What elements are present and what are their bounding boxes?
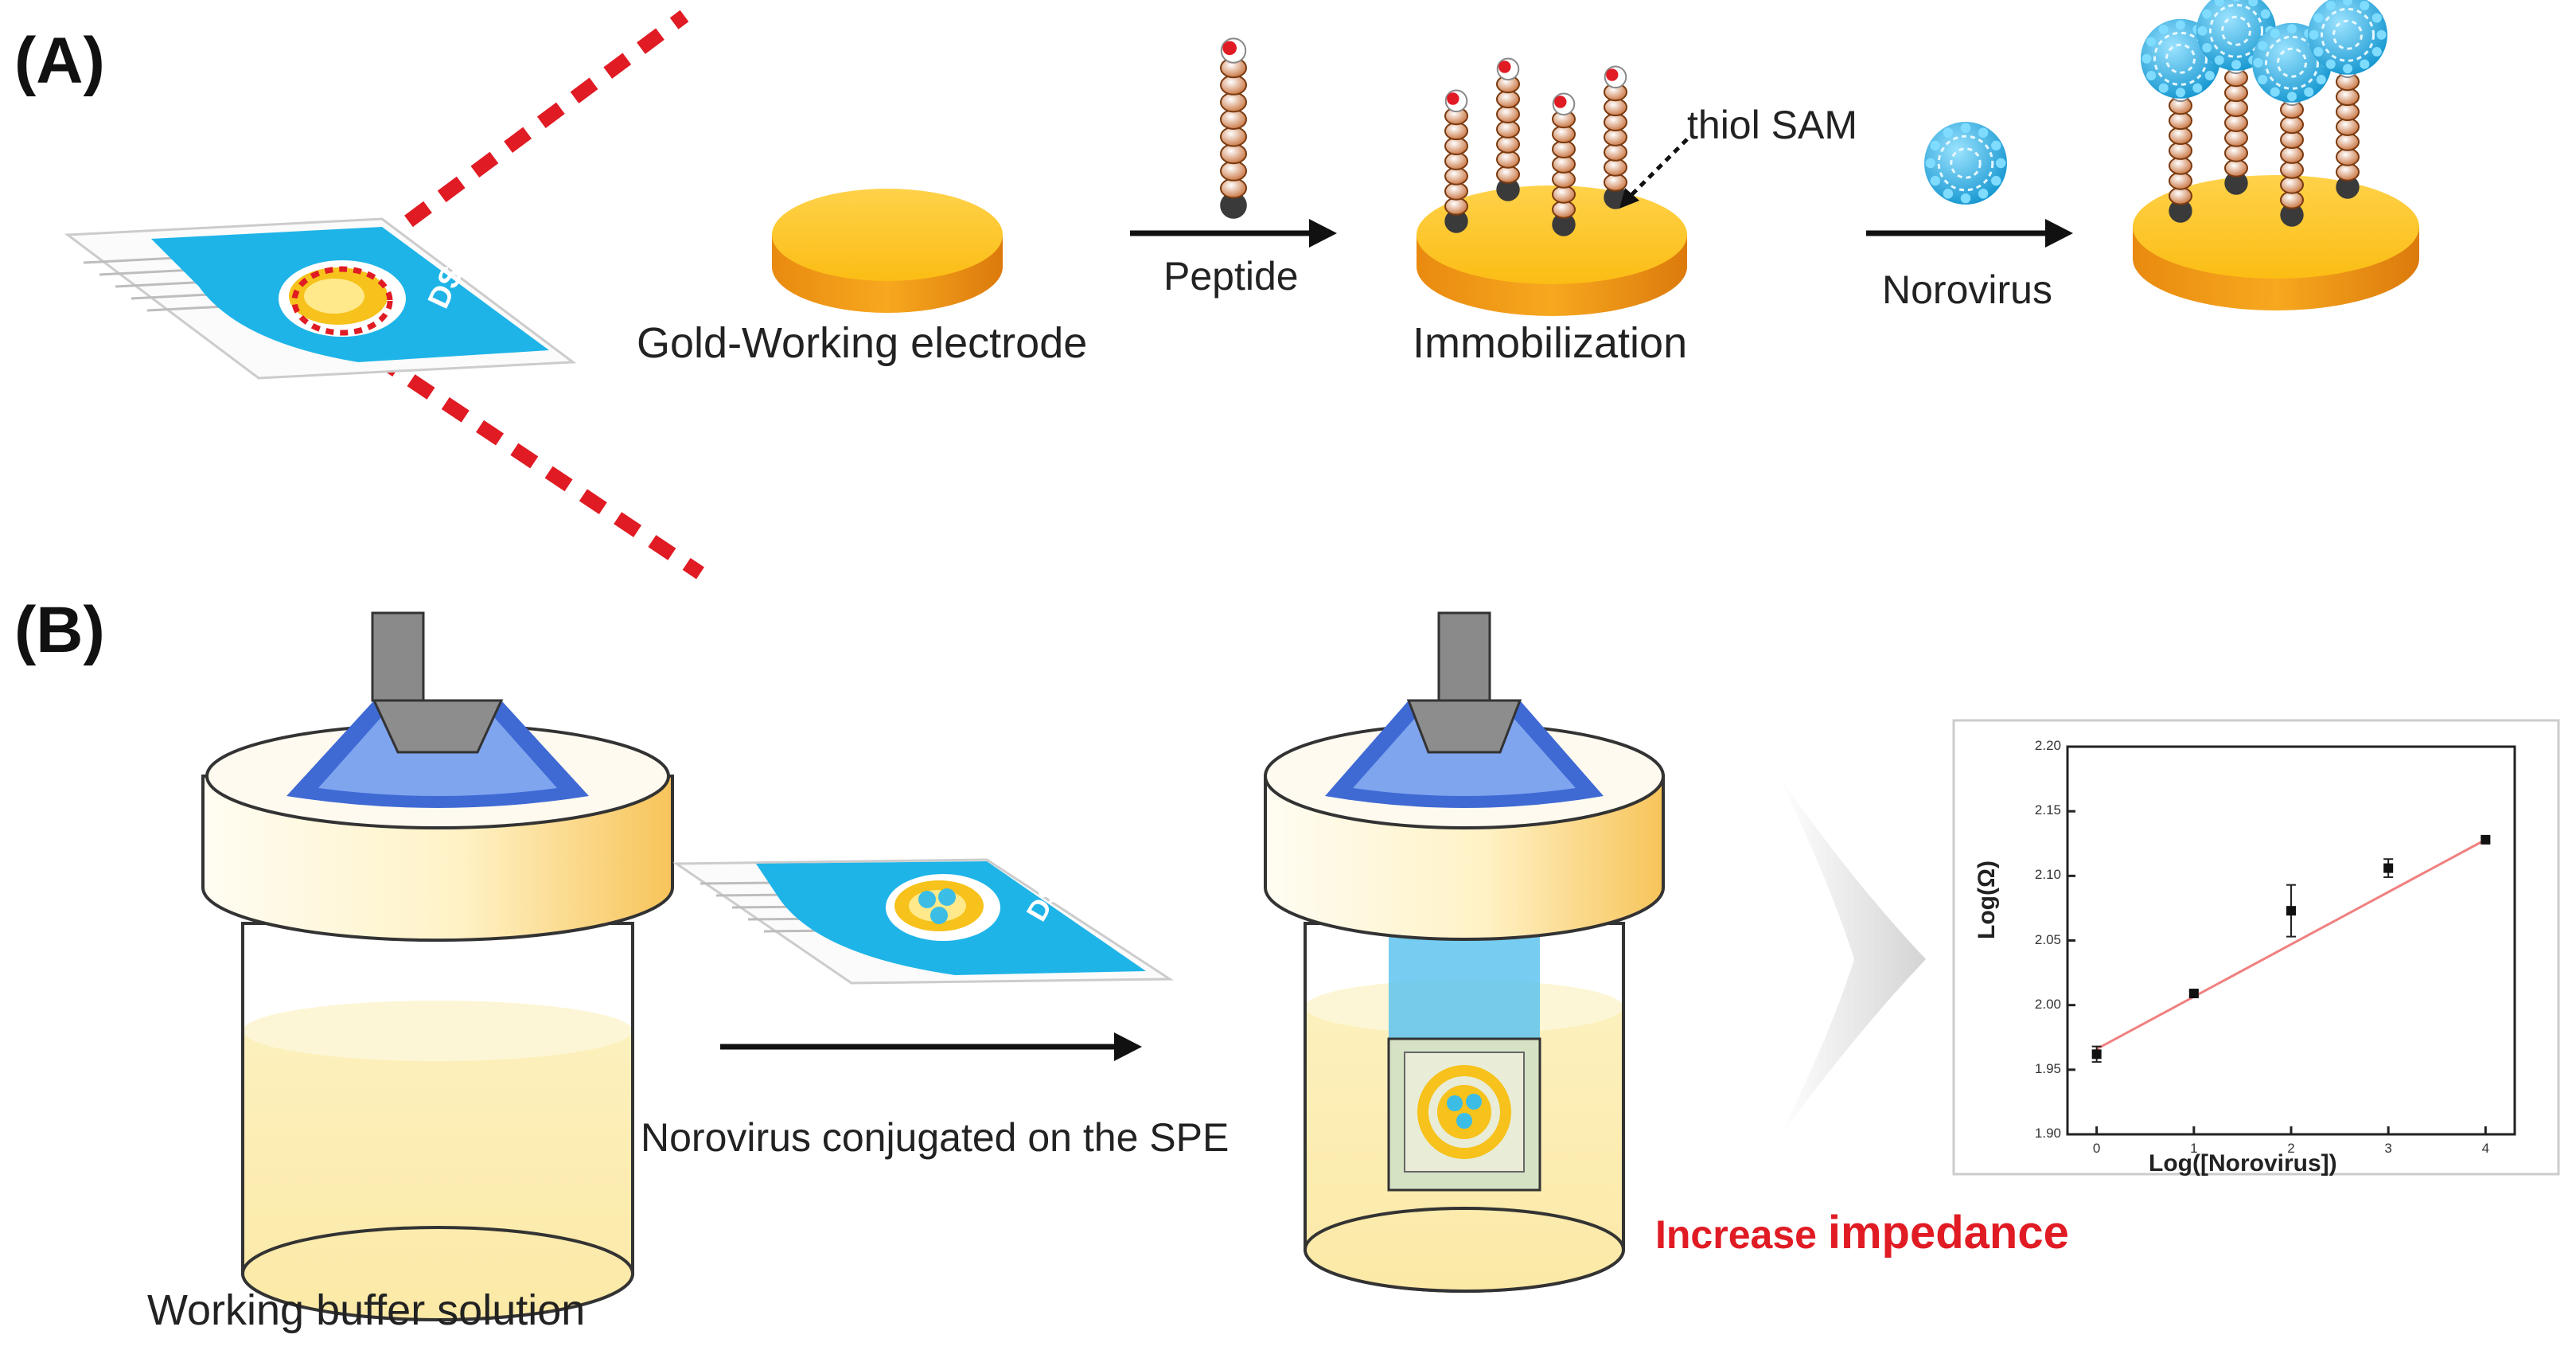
peptide-strand (1604, 65, 1627, 209)
immobilized-electrode (1417, 57, 1687, 316)
data-point (2091, 1049, 2102, 1059)
arrow-conjugate (720, 1032, 1142, 1061)
y-tick-label: 2.00 (2034, 996, 2061, 1012)
caption-peptide: Peptide (1163, 254, 1299, 299)
caption-gold-electrode: Gold-Working electrode (637, 319, 1088, 367)
caption-increase-impedance: Increase impedance (1655, 1206, 2069, 1259)
x-tick-label: 3 (2384, 1141, 2392, 1156)
data-point (2383, 863, 2394, 873)
spe-strip-a: DS 220AT (64, 174, 577, 380)
electrochemical-cell-1 (201, 611, 674, 1321)
arrow-peptide (1130, 219, 1337, 248)
x-tick-label: 2 (2287, 1141, 2295, 1156)
peptide-strand (2224, 51, 2248, 195)
y-tick-label: 1.95 (2034, 1060, 2061, 1076)
x-tick-label: 4 (2481, 1141, 2490, 1156)
panel-label-b: (B) (14, 594, 105, 666)
peptide-strand (2336, 55, 2360, 199)
data-point (2188, 989, 2199, 999)
caption-working-buffer: Working buffer solution (147, 1286, 586, 1334)
bound-norovirus (2308, 0, 2387, 75)
peptide-strand (1552, 92, 1576, 236)
caption-immobilization: Immobilization (1413, 319, 1688, 367)
peptide-icon (1220, 37, 1247, 219)
peptide-molecule (1220, 37, 1247, 219)
zoom-lines (337, 10, 704, 579)
arrow-norovirus (1866, 219, 2073, 248)
x-tick-label: 1 (2190, 1141, 2198, 1156)
fit-line (2095, 838, 2487, 1051)
increase-word: Increase (1655, 1212, 1817, 1257)
y-axis-label: Log(Ω) (1974, 860, 2000, 939)
y-tick-label: 2.15 (2034, 802, 2061, 818)
caption-norovirus-conjugated: Norovirus conjugated on the SPE (641, 1115, 1230, 1160)
x-axis-label: Log([Norovirus]) (2149, 1150, 2337, 1177)
caption-thiol-sam: thiol SAM (1687, 103, 1857, 147)
peptide-strand (2280, 83, 2304, 227)
norovirus-icon (1924, 122, 2007, 205)
electrochemical-cell-2 (1264, 611, 1665, 1293)
spe-strip-b: DS 220AT (672, 796, 1174, 985)
y-tick-label: 2.05 (2034, 931, 2061, 947)
data-point (2481, 834, 2491, 845)
thiol-sam-pointer (1619, 138, 1689, 209)
peptide-strand (1496, 57, 1520, 201)
peptide-strand (2169, 79, 2192, 223)
x-tick-label: 0 (2092, 1141, 2101, 1156)
y-tick-label: 2.10 (2034, 867, 2061, 883)
result-chevron (1779, 776, 1926, 1138)
virus-bound-electrode (2133, 0, 2419, 310)
data-point (2286, 906, 2296, 916)
norovirus-particle (1924, 122, 2007, 205)
impedance-chart (1952, 719, 2560, 1176)
strip-label-b: DS 220AT (1019, 796, 1113, 927)
gold-electrode-disk (772, 189, 1003, 313)
impedance-word: impedance (1827, 1207, 2069, 1258)
peptide-strand (1444, 89, 1468, 233)
panel-label-a: (A) (14, 25, 105, 97)
y-tick-label: 2.20 (2034, 738, 2061, 753)
y-tick-label: 1.90 (2034, 1126, 2061, 1141)
caption-norovirus: Norovirus (1882, 267, 2052, 312)
